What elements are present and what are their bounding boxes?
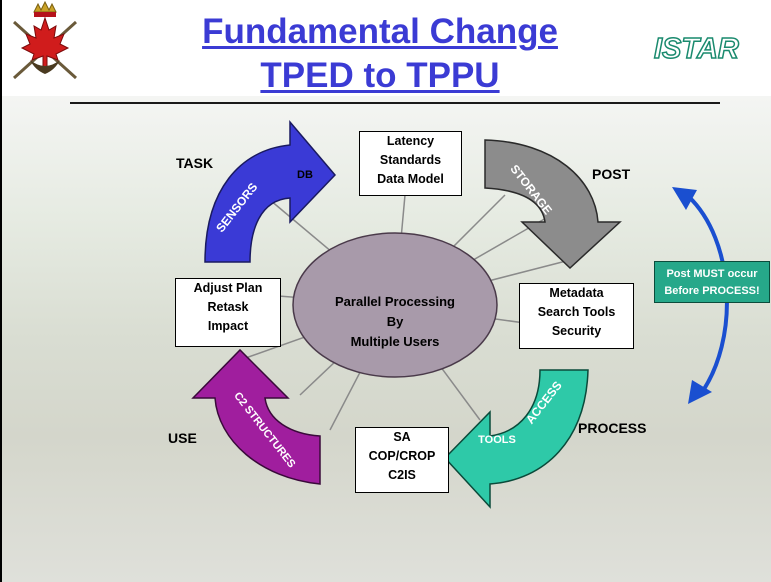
center-line-2: By bbox=[386, 314, 404, 329]
stage-task: TASK bbox=[176, 155, 214, 171]
stage-post: POST bbox=[592, 166, 631, 182]
center-ellipse bbox=[292, 232, 498, 378]
center-text: Parallel Processing By Multiple Users bbox=[295, 292, 495, 352]
maple-leaf-crest-icon bbox=[12, 0, 78, 80]
box-metadata-line-1: Metadata bbox=[549, 286, 604, 300]
box-metadata-line-3: Security bbox=[551, 324, 602, 338]
istar-logo: ISTAR bbox=[653, 32, 739, 66]
storage-arrow: STORAGE bbox=[484, 139, 622, 270]
box-metadata-line-2: Search Tools bbox=[537, 305, 616, 319]
db-label: DB bbox=[297, 169, 313, 181]
box-metadata: Metadata Search Tools Security bbox=[519, 283, 634, 349]
box-latency-line-1: Latency bbox=[386, 134, 435, 148]
note-line-1: Post MUST occur bbox=[666, 268, 758, 280]
sensors-arrow: SENSORS DB bbox=[204, 119, 337, 263]
box-sa-line-1: SA bbox=[393, 430, 411, 444]
box-sa-line-2: COP/CROP bbox=[368, 449, 436, 463]
title-line-2: TPED to TPPU bbox=[260, 56, 500, 95]
tools-label: TOOLS bbox=[478, 434, 516, 446]
box-latency: Latency Standards Data Model bbox=[359, 131, 462, 196]
box-sa-line-3: C2IS bbox=[388, 468, 416, 482]
center-line-3: Multiple Users bbox=[350, 334, 440, 349]
note-line-2: Before PROCESS! bbox=[664, 285, 760, 297]
box-adjust-plan: Adjust Plan Retask Impact bbox=[175, 278, 281, 347]
box-latency-line-3: Data Model bbox=[377, 172, 444, 186]
access-arrow: ACCESS TOOLS bbox=[443, 369, 589, 509]
c2-arrow: C2 STRUCTURES bbox=[191, 348, 321, 485]
stage-process: PROCESS bbox=[578, 420, 647, 436]
title-line-1: Fundamental Change bbox=[202, 12, 558, 51]
slide-border bbox=[0, 0, 2, 582]
box-adjust-line-3: Impact bbox=[207, 319, 249, 333]
stage-use: USE bbox=[168, 430, 197, 446]
box-latency-line-2: Standards bbox=[379, 153, 442, 167]
box-sa: SA COP/CROP C2IS bbox=[355, 427, 449, 493]
box-adjust-line-1: Adjust Plan bbox=[193, 281, 263, 295]
center-line-1: Parallel Processing bbox=[335, 294, 455, 309]
box-adjust-line-2: Retask bbox=[207, 300, 249, 314]
title-divider bbox=[70, 102, 720, 104]
post-before-process-note: Post MUST occur Before PROCESS! bbox=[654, 261, 770, 303]
